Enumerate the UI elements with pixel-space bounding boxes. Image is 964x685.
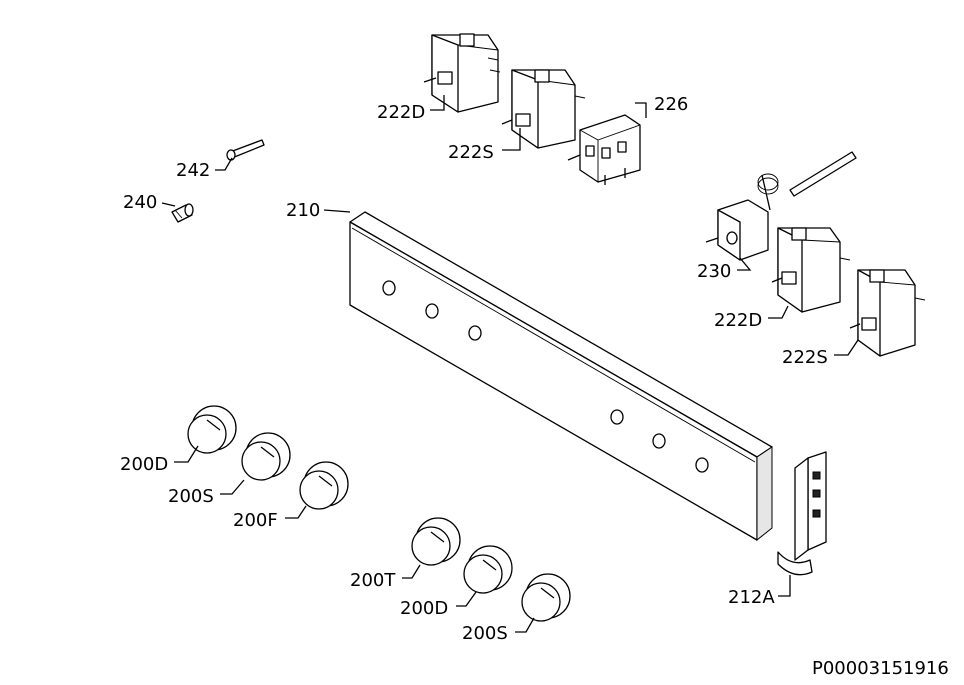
label-242: 242	[176, 160, 210, 181]
control-panel-210	[349, 211, 773, 542]
label-200S-left: 200S	[168, 486, 214, 507]
label-226: 226	[654, 94, 688, 115]
leader-lines	[161, 95, 859, 633]
switch-222S-right	[849, 269, 926, 357]
label-240: 240	[123, 192, 157, 213]
part-labels: 222D 222S 226 242 240 210 230 222D 222S …	[120, 94, 828, 644]
panel-holes	[382, 280, 709, 473]
knob-200S-bottom	[521, 573, 571, 622]
switch-block-226	[567, 114, 641, 185]
label-222D-right: 222D	[714, 310, 762, 331]
bulb-240	[171, 203, 194, 223]
document-code: P00003151916	[812, 658, 949, 679]
label-210: 210	[286, 200, 320, 221]
thermostat-230	[705, 151, 857, 261]
switch-222D-right	[771, 227, 851, 313]
label-200F: 200F	[233, 510, 278, 531]
knob-200S-left	[241, 432, 291, 481]
label-222S-top: 222S	[448, 142, 494, 163]
knob-200D-left	[187, 405, 237, 454]
label-212A: 212A	[728, 587, 775, 608]
screw-242	[226, 139, 265, 161]
label-222D-top: 222D	[377, 102, 425, 123]
label-222S-right: 222S	[782, 347, 828, 368]
knob-200T	[411, 517, 461, 566]
knob-200D-bottom	[463, 545, 513, 594]
label-200T: 200T	[350, 570, 396, 591]
label-230: 230	[697, 261, 731, 282]
switch-222S-top	[501, 69, 586, 149]
label-200S-bottom: 200S	[462, 623, 508, 644]
knob-200F	[299, 461, 349, 510]
bracket-212A	[777, 451, 827, 576]
switch-222D-top	[423, 33, 501, 113]
label-200D-left: 200D	[120, 454, 168, 475]
label-200D-bottom: 200D	[400, 598, 448, 619]
